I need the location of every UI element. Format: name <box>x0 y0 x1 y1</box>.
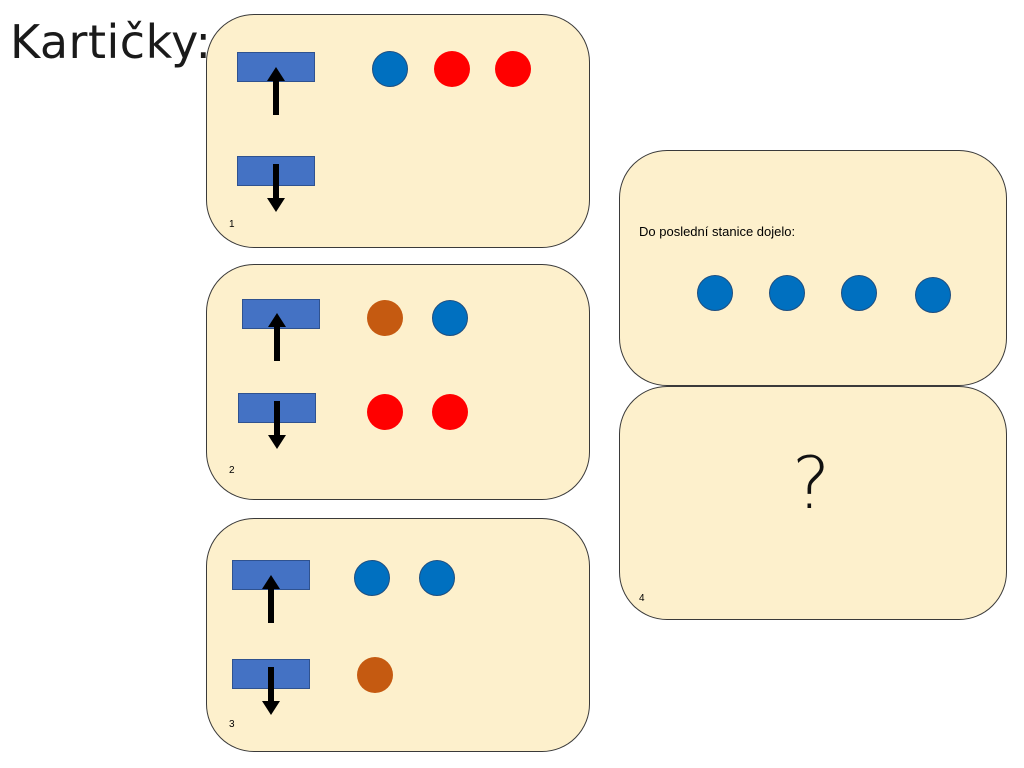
final-station-caption: Do poslední stanice dojelo: <box>639 224 796 239</box>
up-stop-box <box>242 299 320 329</box>
up-arrow-icon <box>268 313 286 361</box>
up-dot <box>367 300 403 336</box>
up-dot <box>354 560 390 596</box>
down-dot <box>357 657 393 693</box>
down-arrow-icon <box>267 164 285 212</box>
up-arrow-icon <box>262 575 280 623</box>
up-dot <box>372 51 408 87</box>
card-number: 3 <box>229 719 235 730</box>
up-arrow-icon <box>267 67 285 115</box>
card-number: 4 <box>639 593 645 604</box>
down-dot <box>367 394 403 430</box>
down-arrow-icon <box>268 401 286 449</box>
card-4: ? 4 <box>619 386 1007 620</box>
up-dot <box>495 51 531 87</box>
card-number: 2 <box>229 465 235 476</box>
final-station-card: Do poslední stanice dojelo: <box>619 150 1007 386</box>
down-dot <box>432 394 468 430</box>
page-title: Kartičky: <box>10 15 212 69</box>
final-dot <box>769 275 805 311</box>
card-2: 2 <box>206 264 590 500</box>
down-arrow-icon <box>262 667 280 715</box>
up-dot <box>432 300 468 336</box>
card-1: 1 <box>206 14 590 248</box>
card-3: 3 <box>206 518 590 752</box>
question-mark: ? <box>792 441 831 525</box>
up-dot <box>434 51 470 87</box>
final-dot <box>915 277 951 313</box>
card-number: 1 <box>229 219 235 230</box>
up-dot <box>419 560 455 596</box>
final-dot <box>841 275 877 311</box>
final-dot <box>697 275 733 311</box>
